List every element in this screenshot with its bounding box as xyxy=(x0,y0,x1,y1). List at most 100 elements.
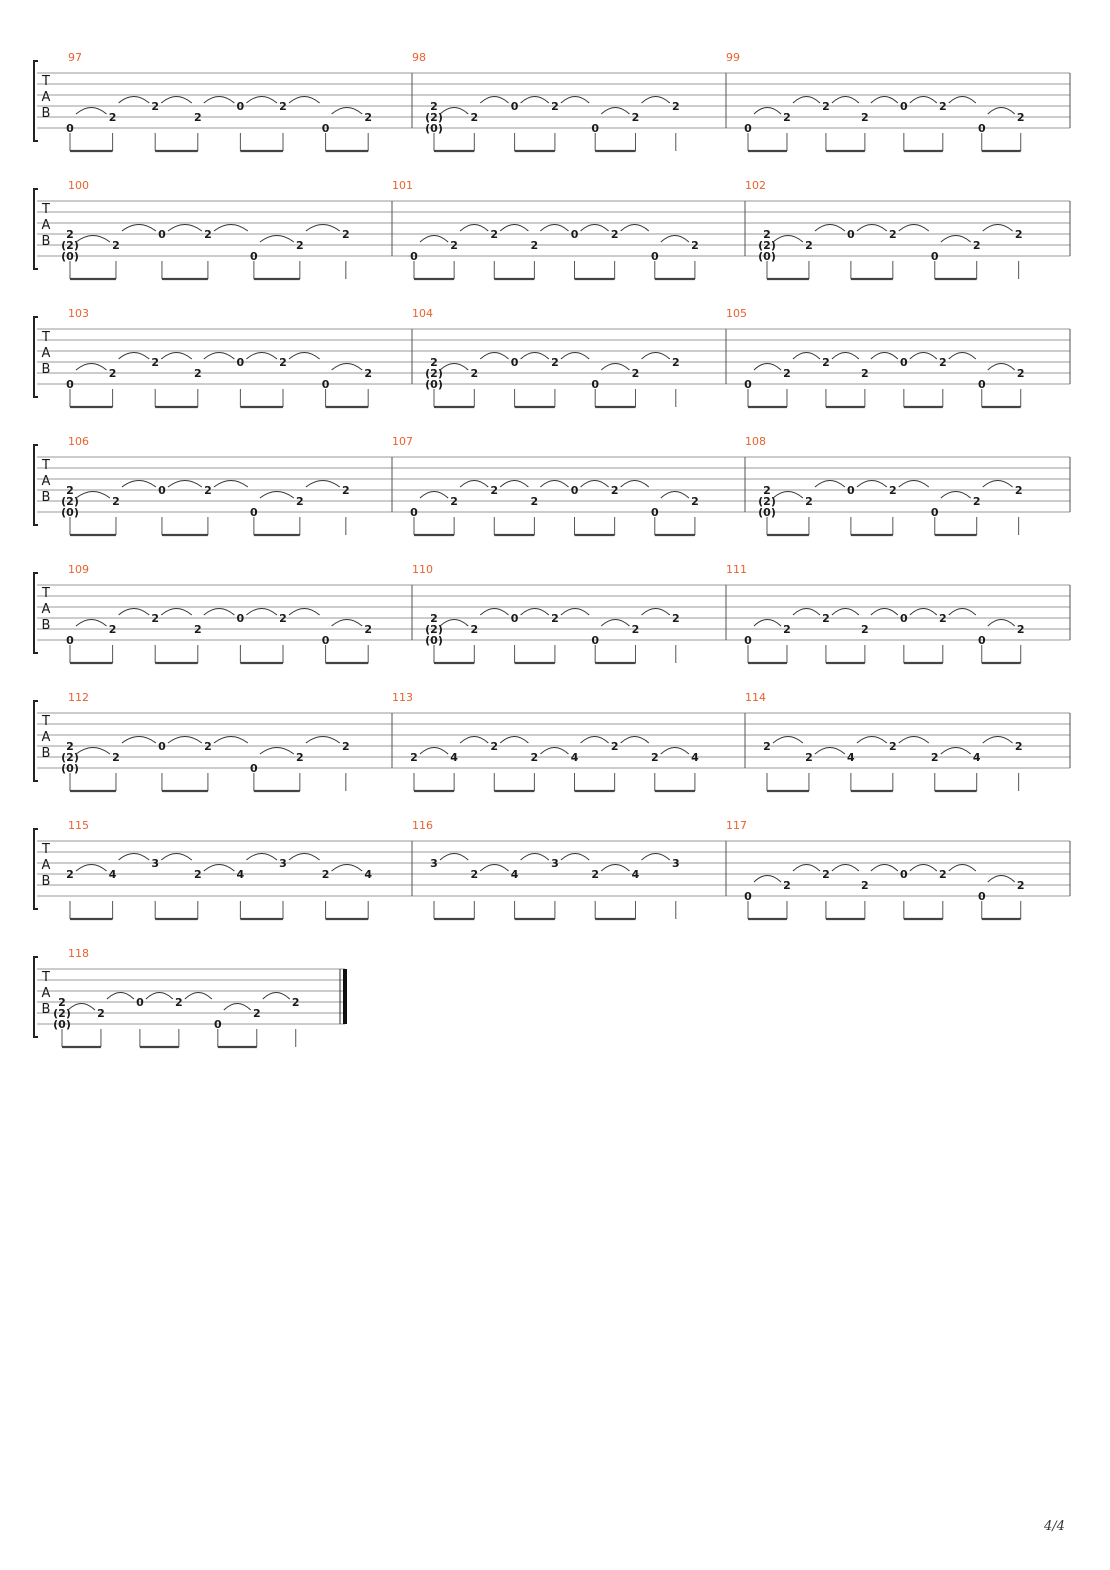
slur-arc xyxy=(223,1003,252,1011)
slur-arc xyxy=(580,480,609,488)
slur-arc xyxy=(479,352,509,360)
fret-number: 2 xyxy=(861,879,869,892)
fret-number: 2 xyxy=(691,495,699,508)
slur-arc xyxy=(948,864,977,872)
slur-arc xyxy=(331,107,363,115)
tab-clef-letter: B xyxy=(42,874,51,889)
fret-number: 2 xyxy=(253,1007,261,1020)
fret-number: 2 xyxy=(889,740,897,753)
fret-number: 2 xyxy=(611,484,619,497)
fret-number: (0) xyxy=(758,250,776,263)
slur-arc xyxy=(121,480,157,488)
fret-number: 2 xyxy=(763,484,771,497)
fret-number: 2 xyxy=(470,623,478,636)
fret-number: 2 xyxy=(531,751,539,764)
measure-number: 97 xyxy=(68,51,82,64)
slur-arc xyxy=(288,96,320,104)
slur-arc xyxy=(520,352,550,360)
fret-number: 2 xyxy=(151,612,159,625)
slur-arc xyxy=(898,736,930,744)
fret-number: 2 xyxy=(939,356,947,369)
fret-number: 2 xyxy=(490,740,498,753)
fret-number: 0 xyxy=(571,228,579,241)
measure-number: 107 xyxy=(392,435,413,448)
slur-arc xyxy=(106,992,135,1000)
fret-number: 0 xyxy=(158,228,166,241)
fret-number: 0 xyxy=(136,996,144,1009)
slur-arc xyxy=(121,224,157,232)
slur-arc xyxy=(814,747,846,755)
slur-arc xyxy=(982,480,1013,488)
slur-arc xyxy=(600,864,630,872)
fret-number: 2 xyxy=(296,239,304,252)
fret-number: 0 xyxy=(237,612,245,625)
slur-arc xyxy=(439,363,469,371)
fret-number: 2 xyxy=(632,111,640,124)
fret-number: 2 xyxy=(805,495,813,508)
fret-number: 4 xyxy=(973,751,981,764)
fret-number: 2 xyxy=(364,367,372,380)
fret-number: 2 xyxy=(66,484,74,497)
slur-arc xyxy=(305,224,341,232)
fret-number: 2 xyxy=(470,367,478,380)
fret-number: 0 xyxy=(410,506,418,519)
slur-arc xyxy=(856,736,888,744)
slur-arc xyxy=(288,608,320,616)
fret-number: 0 xyxy=(511,356,519,369)
fret-number: 2 xyxy=(364,111,372,124)
slur-arc xyxy=(870,864,899,872)
slur-arc xyxy=(600,363,630,371)
slur-arc xyxy=(909,352,938,360)
slur-arc xyxy=(75,864,107,872)
slur-arc xyxy=(940,491,972,499)
slur-arc xyxy=(259,747,295,755)
slur-arc xyxy=(75,491,111,499)
fret-number: 4 xyxy=(109,868,117,881)
fret-number: 2 xyxy=(58,996,66,1009)
fret-number: 2 xyxy=(279,356,287,369)
slur-arc xyxy=(987,363,1016,371)
slur-arc xyxy=(660,491,690,499)
fret-number: 0 xyxy=(66,634,74,647)
fret-number: 2 xyxy=(672,100,680,113)
slur-arc xyxy=(753,619,782,627)
fret-number: 2 xyxy=(204,740,212,753)
fret-number: (2) xyxy=(758,495,776,508)
system-bracket xyxy=(33,188,38,270)
fret-number: 0 xyxy=(237,356,245,369)
slur-arc xyxy=(479,864,509,872)
slur-arc xyxy=(246,352,278,360)
slur-arc xyxy=(259,235,295,243)
slur-arc xyxy=(203,352,235,360)
slur-arc xyxy=(160,608,193,616)
tab-clef-letter: B xyxy=(42,1002,51,1017)
slur-arc xyxy=(479,96,509,104)
measure-number: 117 xyxy=(726,819,747,832)
slur-arc xyxy=(620,480,650,488)
fret-number: 2 xyxy=(194,623,202,636)
slur-arc xyxy=(753,875,782,883)
fret-number: (2) xyxy=(61,239,79,252)
fret-number: 3 xyxy=(551,857,559,870)
fret-number: 2 xyxy=(939,100,947,113)
fret-number: 3 xyxy=(672,857,680,870)
fret-number: 2 xyxy=(973,495,981,508)
slur-arc xyxy=(167,480,203,488)
slur-arc xyxy=(160,96,193,104)
fret-number: 4 xyxy=(847,751,855,764)
slur-arc xyxy=(118,352,150,360)
measure-number: 115 xyxy=(68,819,89,832)
fret-number: 0 xyxy=(591,378,599,391)
fret-number: (2) xyxy=(758,239,776,252)
slur-arc xyxy=(948,96,977,104)
fret-number: (0) xyxy=(425,122,443,135)
slur-arc xyxy=(203,864,235,872)
